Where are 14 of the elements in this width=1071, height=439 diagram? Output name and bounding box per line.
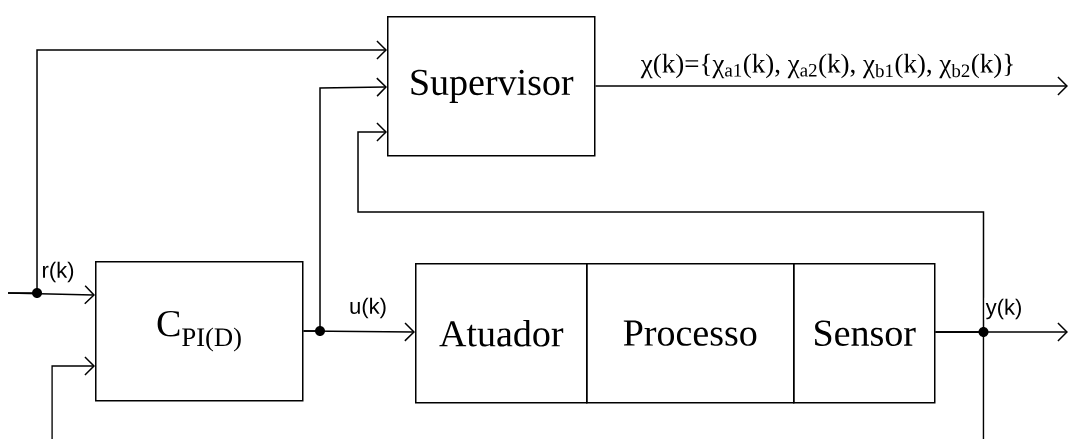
edge-label: u(k) [348,296,388,320]
edge-label: y(k) [984,297,1024,321]
block-box: Atuador [415,263,588,404]
arrow [594,76,1068,96]
arrow [302,322,415,342]
block-box: Supervisor [387,16,596,157]
block-box: Sensor [793,263,936,404]
arrow [51,356,96,439]
block-box: Processo [586,263,795,404]
edge-label: r(k) [40,260,76,284]
block-box: C$_{PI(D)}$ [95,261,304,402]
arrow [302,77,387,332]
edge-label: χ(k)={χ$_{a1}$(k), χ$_{a2}$(k), χ$_{b1}$(k), χ$_{b2}$(k)} [639,52,1017,80]
arrow [7,40,387,294]
